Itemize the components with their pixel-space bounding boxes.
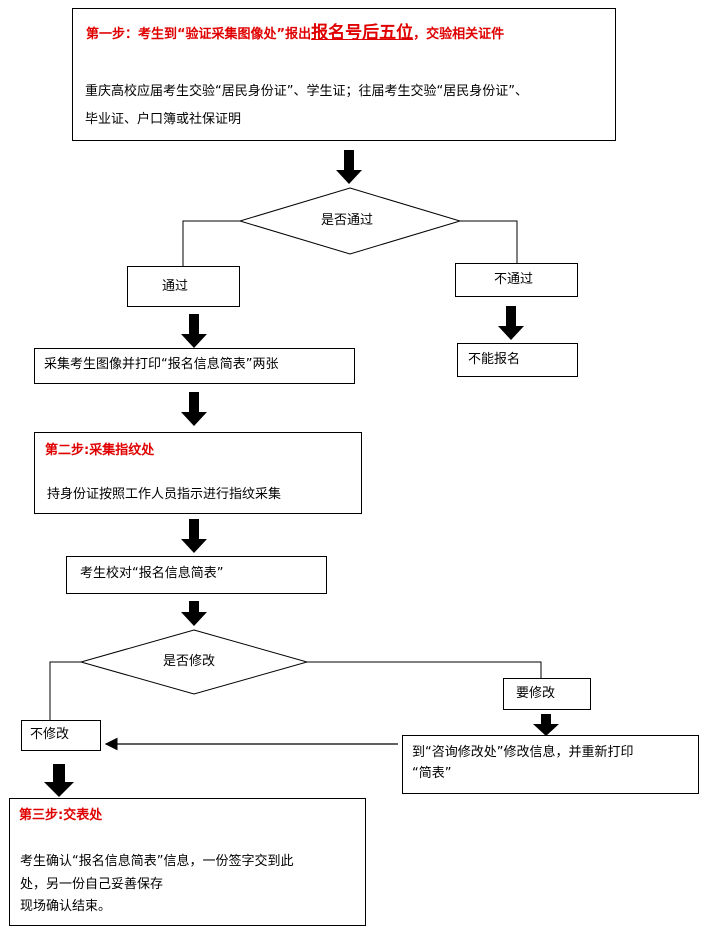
decision-diamond-pass	[238, 187, 462, 255]
thick-arrow-7	[533, 714, 559, 736]
modify-box	[503, 678, 591, 710]
connector-fail-branch	[460, 220, 518, 263]
check-label: 考生校对“报名信息简表”	[80, 566, 224, 581]
registration-number-emphasis: 报名号后五位	[311, 23, 414, 43]
step3-box	[9, 798, 366, 926]
connector-pass-branch	[182, 220, 240, 266]
fail-label: 不通过	[494, 272, 534, 287]
thick-arrow-6	[181, 601, 207, 626]
thick-arrow-2	[181, 314, 207, 348]
cannot-register-label: 不能报名	[468, 352, 521, 367]
decision-diamond-modify	[79, 629, 309, 695]
pass-label: 通过	[162, 279, 189, 294]
connector-no-modify-branch	[49, 661, 81, 720]
modify-label: 要修改	[516, 686, 556, 701]
fail-box	[455, 263, 578, 297]
capture-box	[34, 348, 355, 384]
step1-line1: 重庆高校应届考生交验“居民身份证”、学生证；往届考生交验“居民身份证”、	[85, 84, 528, 99]
thick-arrow-1	[336, 150, 362, 184]
decision1-label: 是否通过	[321, 213, 374, 228]
step3-line2: 处，另一份自己妥善保存	[20, 877, 164, 892]
step2-body: 持身份证按照工作人员指示进行指纹采集	[47, 487, 282, 502]
step1-title: 第一步：考生到“验证采集图像处”报出报名号后五位，交验相关证件	[86, 23, 505, 43]
no-modify-box	[21, 720, 101, 751]
thick-arrow-3	[498, 306, 524, 340]
consult-line1: 到“咨询修改处”修改信息，并重新打印	[412, 745, 634, 760]
connector-modify-branch	[307, 661, 542, 678]
cannot-register-box	[457, 343, 578, 377]
step3-line3: 现场确认结束。	[20, 899, 112, 914]
thick-arrow-8	[44, 764, 74, 797]
no-modify-label: 不修改	[30, 727, 70, 742]
step2-title: 第二步:采集指纹处	[45, 443, 155, 458]
consult-box	[402, 735, 699, 794]
check-box	[66, 556, 327, 594]
decision2-label: 是否修改	[163, 654, 216, 669]
pass-box	[127, 266, 240, 307]
consult-line2: “简表”	[412, 766, 452, 781]
thick-arrow-4	[181, 392, 207, 426]
thick-arrow-5	[181, 519, 207, 553]
capture-label: 采集考生图像并打印“报名信息简表”两张	[44, 357, 279, 372]
step1-box	[72, 8, 616, 141]
step2-box	[34, 432, 362, 514]
step1-line2: 毕业证、户口簿或社保证明	[85, 112, 242, 127]
step3-line1: 考生确认“报名信息简表”信息，一份签字交到此	[20, 854, 294, 869]
step3-title: 第三步:交表处	[19, 808, 103, 823]
